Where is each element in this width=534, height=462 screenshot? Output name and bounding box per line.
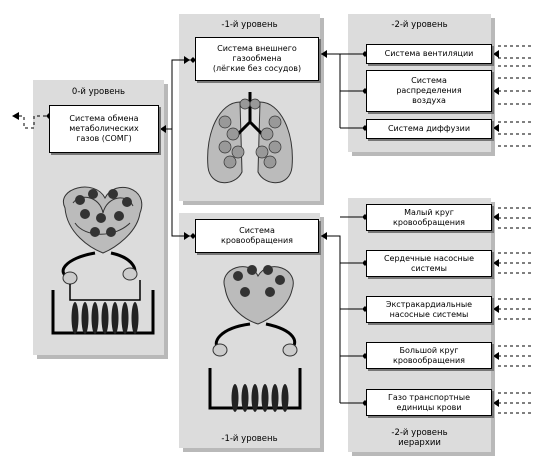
level2-top-box-ventilation: Система вентиляции [366,44,492,64]
level2-top-title: -2-й уровень [391,20,448,30]
level2-top-box-diffusion: Система диффузии [366,119,492,139]
heart-lungs-circulation-illustration [51,186,155,335]
lungs-illustration [207,92,293,184]
level1-bottom-box: Система кровообращения [195,219,319,253]
level0-box: Система обмена метаболических газов (СОМ… [49,105,159,153]
level2-bottom-box-cardiac-pumps: Сердечные насосные системы [366,250,492,277]
level1-top-title: -1-й уровень [221,20,278,30]
level0-title: 0-й уровень [71,87,126,97]
level2-bottom-box-extracardiac-pumps: Экстракардиальные насосные системы [366,296,492,323]
level2-bottom-title: -2-й уровень иерархии [391,428,448,448]
level2-bottom-box-pulmonary-circulation: Малый круг кровообращения [366,204,492,231]
level2-bottom-box-gas-transport: Газо транспортные единицы крови [366,389,492,416]
level2-bottom-box-systemic-circulation: Большой круг кровообращения [366,342,492,369]
circulation-illustration [208,265,302,412]
level1-bottom-title: -1-й уровень [221,434,278,444]
level1-top-box: Система внешнего газообмена (лёгкие без … [195,37,319,81]
level2-top-box-air-distribution: Система распределения воздуха [366,70,492,112]
